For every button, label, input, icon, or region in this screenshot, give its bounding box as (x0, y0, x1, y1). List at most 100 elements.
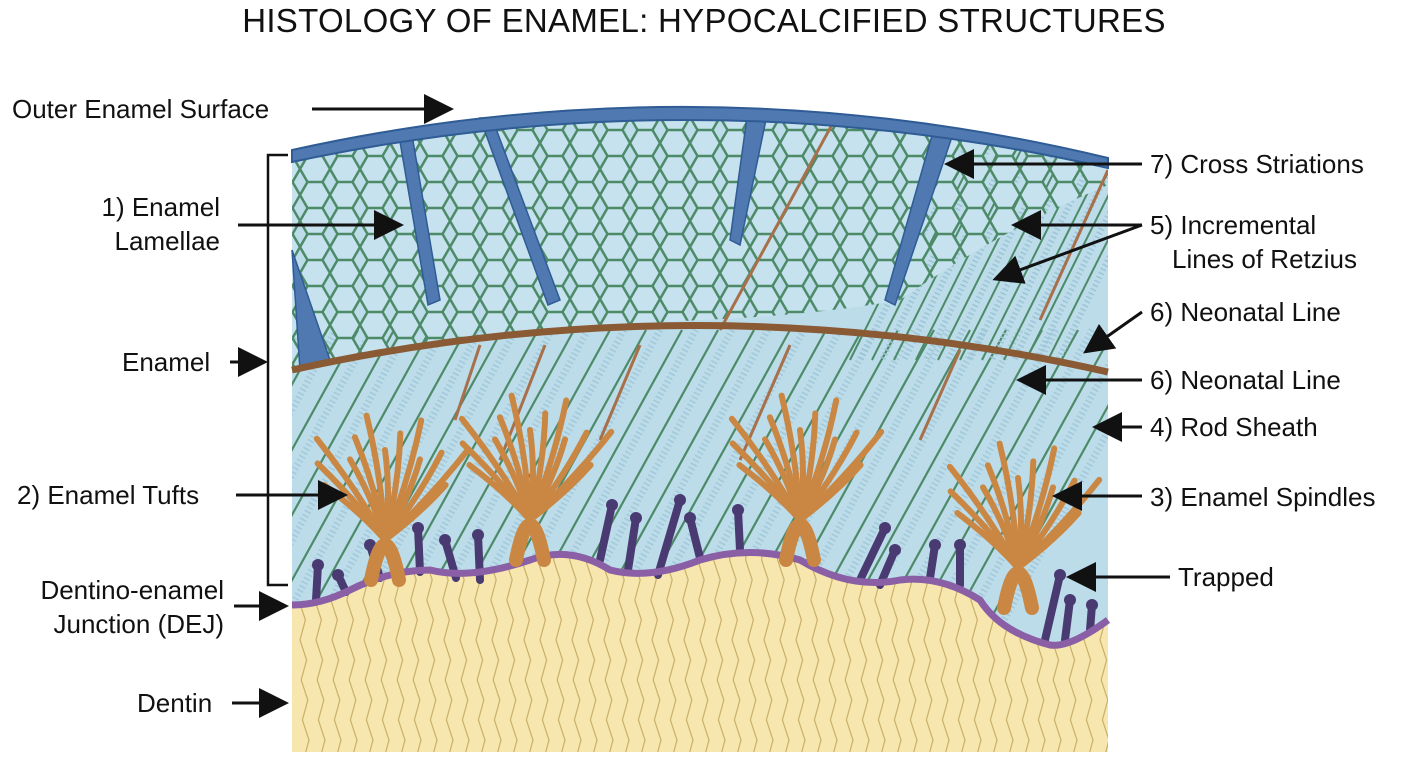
tuft-trunk (364, 538, 406, 587)
dej-line (291, 549, 1111, 649)
label-cross-striations: 7) Cross Striations (1150, 149, 1364, 179)
dentinal-tubule (424, 552, 438, 752)
enamel-rod (292, 329, 395, 621)
dentinal-tubule (728, 552, 742, 752)
cross-striation (568, 328, 736, 622)
spindle-tip (929, 539, 941, 551)
dentinal-tubule (568, 552, 582, 752)
dentinal-tubule (792, 552, 806, 752)
enamel-rod (809, 329, 971, 621)
label-dej-line2: Junction (DEJ) (53, 609, 225, 639)
label-dej-line1: Dentino-enamel (40, 575, 224, 605)
cross-striation (856, 328, 1024, 622)
cross-striation (1033, 138, 1108, 362)
spindle-tip (630, 512, 642, 524)
cross-striation (928, 328, 1096, 622)
cross-striation (292, 328, 448, 622)
cross-striation (712, 328, 880, 622)
outer-enamel-surface (291, 105, 1109, 170)
enamel-spindle (686, 514, 704, 562)
spindle-tip (312, 559, 324, 571)
enamel-rod (1047, 139, 1108, 361)
label-enamel-lamellae-line1: 1) Enamel (101, 192, 221, 222)
dentinal-tubule (680, 552, 694, 752)
label-dej: Dentino-enamel Junction (DEJ) (0, 573, 224, 641)
enamel-spindle (596, 501, 616, 564)
tuft-trunk (779, 518, 821, 567)
cross-striation (292, 328, 376, 622)
cross-striation (316, 328, 484, 622)
neonatal-line (291, 322, 1109, 376)
dentinal-tubule (760, 552, 774, 752)
cross-striation (748, 328, 916, 622)
tuft-branch (1015, 510, 1082, 571)
spindle-tip (412, 522, 424, 534)
dentinal-tubule (744, 552, 758, 752)
label-retzius-line1: 5) Incremental (1150, 210, 1317, 240)
enamel-bracket (266, 153, 288, 587)
spindle-tip (606, 499, 618, 511)
spindle-tip (879, 522, 891, 534)
enamel-spindle (624, 514, 640, 574)
label-enamel-spindles: 3) Enamel Spindles (1150, 482, 1376, 512)
cross-striation (292, 328, 340, 622)
enamel-spindle (1041, 571, 1064, 644)
dentinal-tubule (664, 552, 678, 752)
diagram-title: HISTOLOGY OF ENAMEL: HYPOCALCIFIED STRUC… (242, 2, 1166, 39)
dentinal-tubule (584, 552, 598, 752)
dentinal-tubule (776, 552, 790, 752)
cross-striation (388, 328, 556, 622)
spindle-tip (732, 504, 744, 516)
cross-striation (352, 328, 520, 622)
spindle-tip (674, 494, 686, 506)
cross-striation (676, 328, 844, 622)
cross-striation (496, 328, 664, 622)
dentinal-tubule (616, 552, 630, 752)
spindle-tip (1054, 569, 1066, 581)
spindle-tip (472, 529, 484, 541)
tuft-branch (527, 462, 594, 523)
cross-striation (424, 328, 592, 622)
label-arrows (230, 94, 1170, 718)
tuft-branch (382, 482, 449, 543)
enamel-spindle (856, 524, 889, 584)
dentinal-tubule (408, 552, 422, 752)
label-retzius-line2: Lines of Retzius (1172, 244, 1357, 274)
cross-striation (460, 328, 628, 622)
spindle-tip (439, 534, 451, 546)
label-trapped: Trapped (1178, 562, 1274, 592)
cross-striation (640, 328, 808, 622)
enamel-spindle (734, 506, 744, 554)
enamel-rod (881, 329, 1043, 621)
enamel-lamellae (291, 109, 956, 372)
dentinal-tubule (696, 552, 710, 752)
enamel-spindle (654, 496, 684, 579)
enamel-rod (845, 329, 1007, 621)
label-lines-of-retzius: 5) Incremental Lines of Retzius (1150, 208, 1357, 276)
enamel-rod (1025, 139, 1108, 361)
label-enamel-tufts: 2) Enamel Tufts (17, 480, 200, 510)
cross-striation (292, 328, 412, 622)
spindle-tip (889, 544, 901, 556)
label-enamel: Enamel (122, 347, 211, 377)
dentinal-tubule (712, 552, 726, 752)
enamel-rod (292, 329, 359, 621)
dentinal-tubule (520, 552, 534, 752)
dentinal-tubule (536, 552, 550, 752)
dentinal-tubule (504, 552, 518, 752)
enamel-spindle (414, 524, 424, 576)
label-neonatal-line-upper: 6) Neonatal Line (1150, 297, 1341, 327)
tuft-branch (797, 462, 864, 523)
spindle-tip (332, 569, 344, 581)
spindle-tip (1064, 594, 1076, 606)
spindle-tip (1086, 599, 1098, 611)
dentinal-tubule (600, 552, 614, 752)
dentinal-tubule (440, 552, 454, 752)
cross-striation (820, 328, 988, 622)
tuft-trunk (509, 518, 551, 567)
cross-striation (964, 328, 1108, 622)
label-rod-sheath: 4) Rod Sheath (1150, 412, 1318, 442)
cross-striation (604, 328, 772, 622)
cross-striation (784, 328, 952, 622)
